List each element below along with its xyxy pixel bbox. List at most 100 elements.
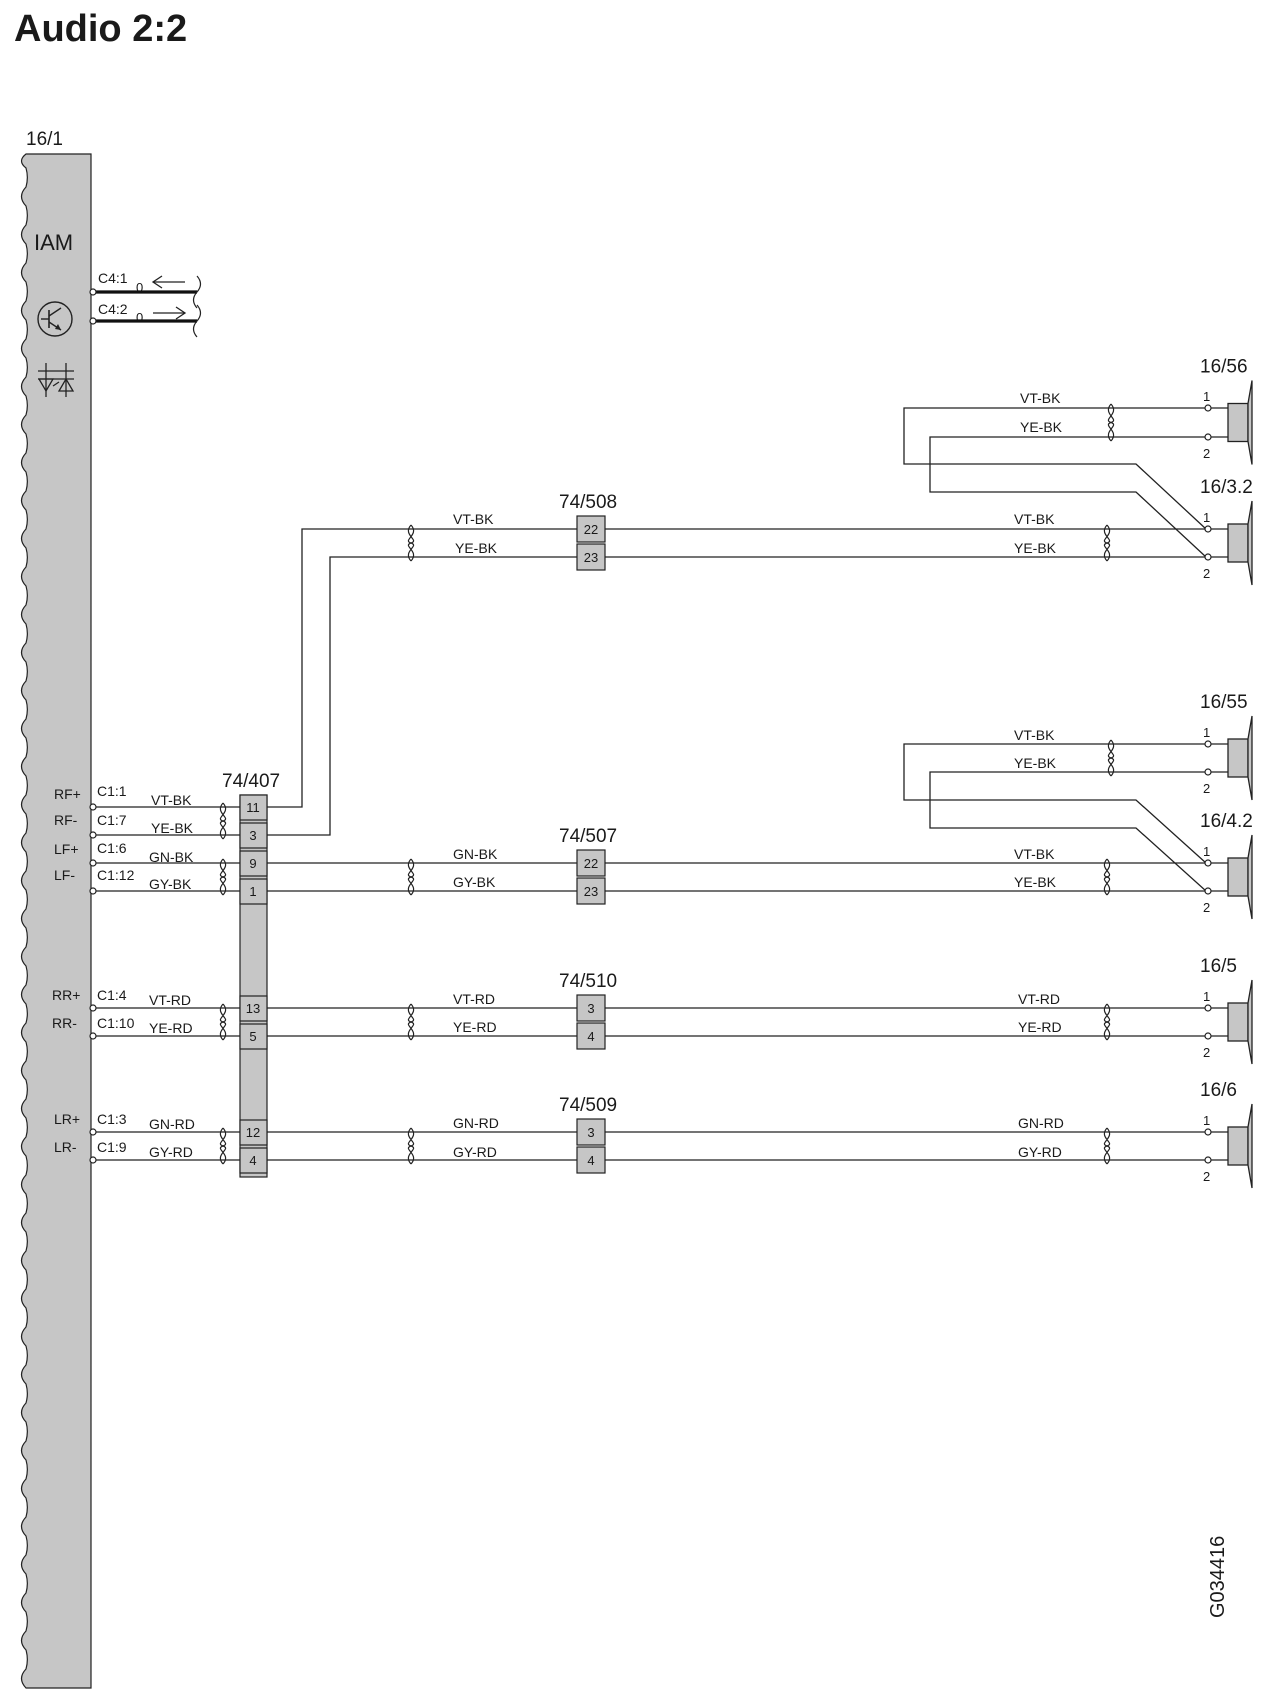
pin-number: 4 [249, 1153, 256, 1168]
signal-label: RR+ [52, 987, 80, 1003]
pin-number: 23 [584, 884, 598, 899]
wire-label: VT-BK [453, 511, 494, 527]
wire-label: GY-BK [149, 876, 192, 892]
twisted-pair-marker [219, 802, 227, 840]
transistor-icon [37, 301, 73, 337]
twisted-pair-marker [1107, 739, 1115, 777]
speaker-cone [1247, 834, 1253, 920]
twisted-pair-marker [1103, 1127, 1111, 1165]
wires-iam-to-74-407 [89, 803, 240, 1164]
speaker-pin-number: 2 [1203, 1045, 1210, 1060]
twisted-pair-marker [407, 1127, 415, 1165]
speaker-id: 16/6 [1200, 1080, 1237, 1101]
terminal-dot [1204, 1004, 1212, 1012]
wire-label: GN-BK [149, 849, 194, 865]
pin-label: C1:9 [97, 1139, 127, 1155]
pin-number: 22 [584, 522, 598, 537]
pin-label: C1:4 [97, 987, 127, 1003]
connector-id: 74/508 [559, 492, 617, 513]
pin-label: C1:1 [97, 783, 127, 799]
module-name: IAM [34, 230, 73, 255]
twisted-pair-markers [219, 403, 1115, 1165]
wire-label: YE-BK [1014, 540, 1057, 556]
speaker-magnet [1227, 738, 1249, 778]
twisted-pair-marker [219, 1003, 227, 1041]
connector-id: 74/407 [222, 771, 280, 792]
pin-number: 3 [587, 1125, 594, 1140]
speaker-pin-number: 1 [1203, 844, 1210, 859]
wire-label: YE-BK [1014, 874, 1057, 890]
signal-label: RR- [52, 1015, 77, 1031]
speaker-pin-number: 1 [1203, 725, 1210, 740]
speaker-pin-number: 2 [1203, 900, 1210, 915]
wire-label: VT-BK [1014, 846, 1055, 862]
wire-label: VT-BK [1020, 390, 1061, 406]
speaker-pin-number: 1 [1203, 389, 1210, 404]
speaker-pin-number: 2 [1203, 1169, 1210, 1184]
speaker-cone [1247, 979, 1253, 1065]
connector-id: 74/507 [559, 826, 617, 847]
wires-rear-right: VT-RD YE-RD VT-RD YE-RD [267, 991, 1206, 1037]
wires-front-right: VT-BK YE-BK VT-BK YE-BK [267, 511, 1206, 836]
connector-74-509: 74/509 3 4 [559, 1095, 617, 1174]
signal-label: RF- [54, 812, 78, 828]
connector-74-507: 74/507 22 23 [559, 826, 617, 905]
figure-code: G034416 [1207, 1536, 1229, 1618]
speaker-cone [1247, 1103, 1253, 1189]
terminal-dot [1204, 1128, 1212, 1136]
terminal-dot [1204, 859, 1212, 867]
diode-pair-icon [37, 363, 75, 397]
signal-label: LR+ [54, 1111, 80, 1127]
pin-number: 9 [249, 856, 256, 871]
connector-74-407: 74/407 11 3 9 1 13 5 12 4 [222, 771, 280, 1178]
signal-label: LF- [54, 867, 75, 883]
speaker-magnet [1227, 1126, 1249, 1166]
wire-label: YE-RD [1018, 1019, 1062, 1035]
speaker-pin-number: 2 [1203, 446, 1210, 461]
pin-number: 23 [584, 550, 598, 565]
twisted-pair-marker [1103, 858, 1111, 896]
iam-signals: RF+ C1:1 RF- C1:7 LF+ C1:6 LF- C1:12 RR+… [52, 783, 135, 1155]
wire-label: YE-BK [151, 820, 194, 836]
pin-number: 5 [249, 1029, 256, 1044]
wire-label: GY-RD [1018, 1144, 1062, 1160]
wire-label: YE-BK [1020, 419, 1063, 435]
iam-wire-labels: VT-BK YE-BK GN-BK GY-BK VT-RD YE-RD GN-R… [149, 792, 195, 1160]
pin-label: C1:12 [97, 867, 135, 883]
c4-pins: C4:1 0 C4:2 0 [89, 270, 202, 338]
signal-label: RF+ [54, 786, 81, 802]
iam-module-block [20, 153, 92, 1689]
wire-label: YE-RD [453, 1019, 497, 1035]
wire-label: VT-BK [1014, 511, 1055, 527]
twisted-pair-marker [219, 1127, 227, 1165]
wire-label: GY-BK [453, 874, 496, 890]
speakers: 1216/561216/3.21216/551216/4.21216/51216… [1200, 357, 1253, 1189]
speaker-magnet [1227, 1002, 1249, 1042]
terminal-dot [1204, 404, 1212, 412]
speaker-pin-number: 2 [1203, 566, 1210, 581]
speaker-id: 16/56 [1200, 357, 1248, 378]
speaker-cone [1247, 500, 1253, 586]
terminal-dot [1204, 740, 1212, 748]
twisted-pair-marker [407, 1003, 415, 1041]
speaker-magnet [1227, 402, 1249, 443]
terminal-dot [1204, 768, 1212, 776]
twisted-pair-marker [1103, 524, 1111, 562]
pin-label: C1:6 [97, 840, 127, 856]
speaker-id: 16/55 [1200, 692, 1248, 713]
twisted-pair-marker [219, 858, 227, 896]
pin-number: 3 [587, 1001, 594, 1016]
wires-tweeter-left: VT-BK YE-BK [903, 727, 1207, 892]
wire-label: GN-RD [1018, 1115, 1064, 1131]
page-title: Audio 2:2 [14, 8, 188, 50]
wire-label: YE-BK [455, 540, 498, 556]
pin-label: C1:7 [97, 812, 127, 828]
speaker-cone [1247, 715, 1253, 801]
twisted-pair-marker [1107, 403, 1115, 442]
terminal-dot [1204, 1032, 1212, 1040]
